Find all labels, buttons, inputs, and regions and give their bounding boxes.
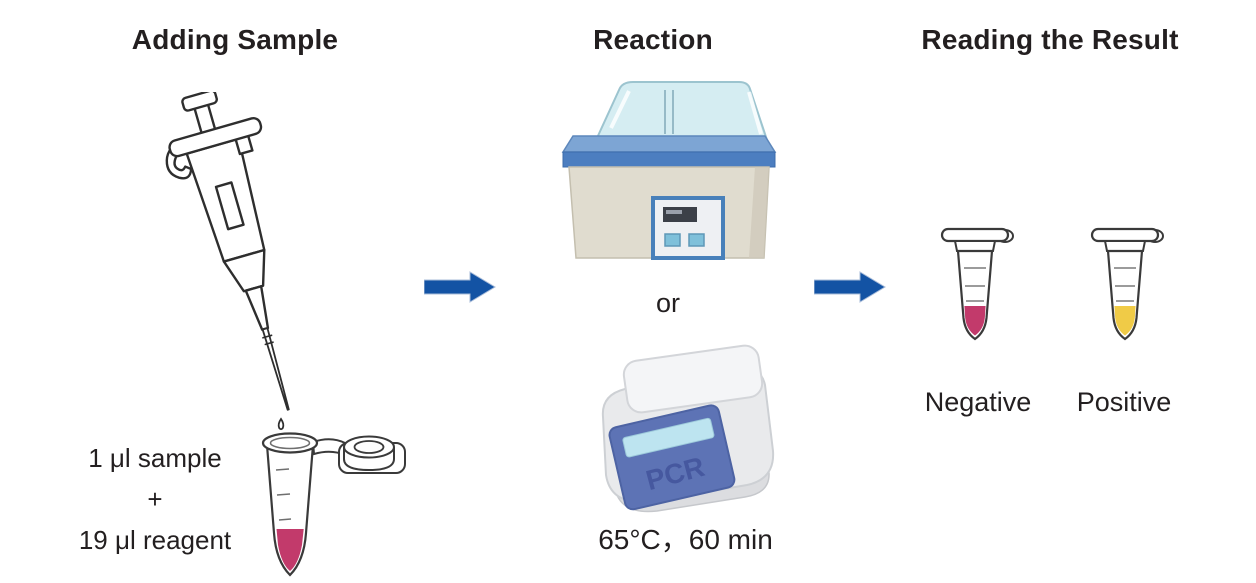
pcr-lid (622, 344, 764, 414)
mix-line-reagent: 19 μl reagent (78, 525, 232, 555)
tube-cap (940, 227, 1010, 243)
reaction-condition: 65°C，60 min (598, 524, 773, 555)
negative-label: Negative (924, 387, 1032, 417)
tube-liquid (1114, 306, 1136, 336)
mix-plus-sign: + (147, 484, 163, 514)
water-bath-display (663, 207, 697, 222)
positive-label: Positive (1076, 387, 1172, 417)
pipette-tip (261, 327, 290, 411)
tube-neck (953, 240, 997, 252)
droplet-icon (277, 417, 285, 431)
tube-neck (1103, 240, 1147, 252)
step-title-reading-result: Reading the Result (921, 24, 1179, 55)
pipette-volume-window (214, 181, 245, 231)
positive-tube-illustration (1090, 227, 1164, 341)
water-bath-button-left (664, 233, 681, 247)
arrow-icon (814, 271, 886, 303)
water-bath-rim-front (562, 151, 776, 168)
pipette-handle-bar (168, 116, 263, 158)
tube-cap-hole (353, 440, 385, 454)
water-bath-illustration (561, 81, 777, 260)
or-label: or (655, 288, 680, 318)
pipette-shaft (244, 285, 270, 331)
sample-tube-illustration (261, 432, 406, 577)
pcr-display (622, 417, 715, 458)
pipette-illustration (165, 92, 290, 431)
tube-liquid (964, 306, 986, 336)
tube-liquid (276, 529, 304, 571)
step-title-reaction: Reaction (593, 24, 713, 55)
water-bath-lid (595, 81, 769, 142)
pcr-machine-illustration: PCR (601, 344, 775, 513)
pipette-shoulder (222, 248, 266, 293)
pipette-plunger-button (181, 92, 218, 112)
mix-instructions: 1 μl sample + 19 μl reagent (30, 438, 280, 561)
step-title-adding-sample: Adding Sample (131, 24, 339, 55)
water-bath-control-panel (651, 196, 725, 260)
water-bath-rim-top (561, 135, 777, 153)
arrow-icon (424, 271, 496, 303)
mix-line-sample: 1 μl sample (88, 443, 222, 473)
water-bath-button-right (688, 233, 705, 247)
negative-tube-illustration (940, 227, 1014, 341)
tube-cap (1090, 227, 1160, 243)
